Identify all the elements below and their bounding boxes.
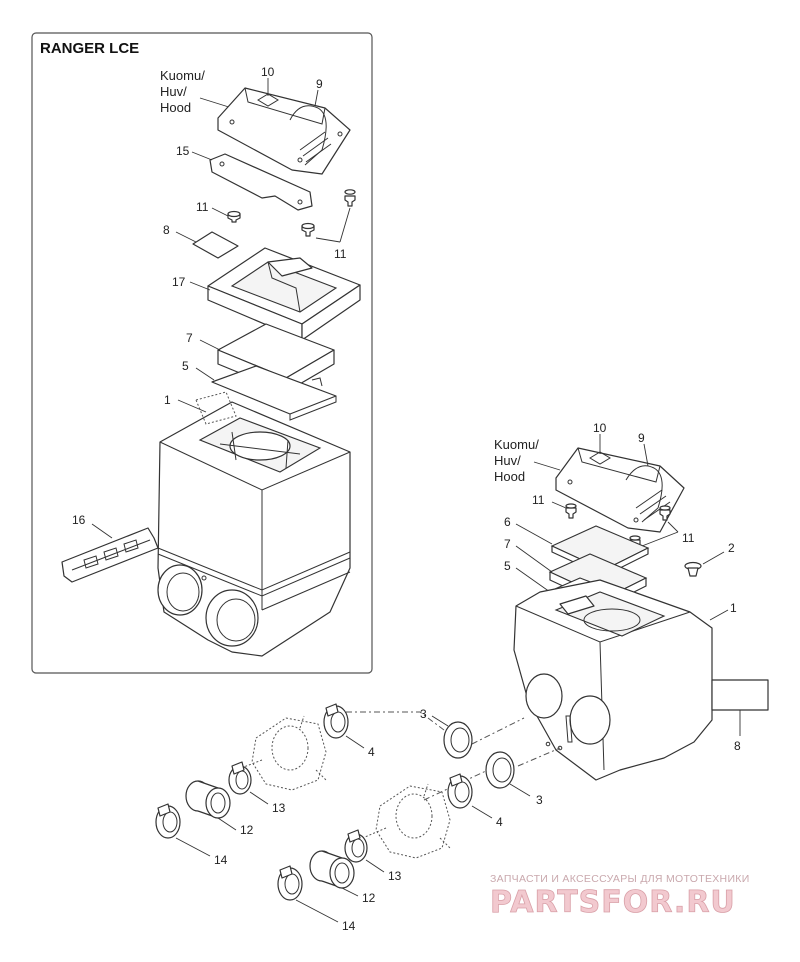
callout-17: 17 bbox=[172, 275, 186, 289]
svg-text:Hood: Hood bbox=[160, 100, 191, 115]
watermark-tagline: ЗАПЧАСТИ И АКСЕССУАРЫ ДЛЯ МОТОТЕХНИКИ bbox=[490, 873, 750, 885]
callout-10-main: 10 bbox=[593, 421, 607, 435]
screen-part-5-inset bbox=[211, 365, 337, 421]
svg-text:Kuomu/: Kuomu/ bbox=[494, 437, 539, 452]
airbox-part-1-main bbox=[513, 579, 713, 781]
callout-7-inset: 7 bbox=[186, 331, 193, 345]
callout-11-main-b: 11 bbox=[682, 531, 695, 545]
clamp-part-13-lower bbox=[344, 829, 368, 863]
filter-frame-part-17 bbox=[207, 247, 361, 341]
inset-frame bbox=[31, 32, 373, 674]
clamp-part-4-upper bbox=[323, 703, 349, 739]
callout-12-lower: 12 bbox=[362, 891, 376, 905]
hood-label-inset: Kuomu/ Huv/ Hood bbox=[160, 68, 205, 115]
adaptor-part-3-upper bbox=[443, 721, 473, 759]
callout-8-main: 8 bbox=[734, 739, 741, 753]
clamp-part-14-upper bbox=[155, 803, 181, 839]
hood-part-main bbox=[555, 447, 685, 533]
svg-text:Huv/: Huv/ bbox=[494, 453, 521, 468]
watermark-brand: PARTSFOR.RU bbox=[490, 885, 736, 920]
hood-label-main: Kuomu/ Huv/ Hood bbox=[494, 437, 539, 484]
callout-9-main: 9 bbox=[638, 431, 645, 445]
screws-inset bbox=[227, 189, 356, 237]
callout-13-upper: 13 bbox=[272, 801, 286, 815]
hood-part-inset bbox=[217, 87, 351, 175]
callout-3-upper: 3 bbox=[420, 707, 427, 721]
clamp-part-14-lower bbox=[277, 865, 303, 901]
callout-1-main: 1 bbox=[730, 601, 737, 615]
callout-9-inset: 9 bbox=[316, 77, 323, 91]
callout-10-inset: 10 bbox=[261, 65, 275, 79]
strap-part-16 bbox=[61, 527, 159, 583]
airbox-part-1-inset bbox=[157, 391, 351, 657]
callout-1-inset: 1 bbox=[164, 393, 171, 407]
callout-5-inset: 5 bbox=[182, 359, 189, 373]
callout-4-lower: 4 bbox=[496, 815, 503, 829]
callout-11-inset-b: 11 bbox=[334, 247, 347, 261]
callout-5-main: 5 bbox=[504, 559, 511, 573]
adaptor-part-3-lower bbox=[485, 751, 515, 789]
inset-title: RANGER LCE bbox=[40, 40, 139, 57]
callout-11-main-a: 11 bbox=[532, 493, 545, 507]
pad-part-8-inset bbox=[192, 231, 239, 259]
callout-4-upper: 4 bbox=[368, 745, 375, 759]
callout-6: 6 bbox=[504, 515, 511, 529]
callout-8-inset: 8 bbox=[163, 223, 170, 237]
callout-14-lower: 14 bbox=[342, 919, 356, 933]
label-box-part-8 bbox=[711, 679, 769, 711]
svg-text:Huv/: Huv/ bbox=[160, 84, 187, 99]
carburetor-upper-dotted bbox=[235, 715, 327, 791]
carburetor-lower-dotted bbox=[357, 783, 451, 859]
svg-text:Hood: Hood bbox=[494, 469, 525, 484]
clamp-part-4-lower bbox=[447, 773, 473, 809]
callout-12-upper: 12 bbox=[240, 823, 254, 837]
callout-15: 15 bbox=[176, 144, 190, 158]
sleeve-part-12-lower bbox=[309, 850, 355, 889]
callout-14-upper: 14 bbox=[214, 853, 228, 867]
callout-3-lower: 3 bbox=[536, 793, 543, 807]
callout-13-lower: 13 bbox=[388, 869, 402, 883]
callout-16: 16 bbox=[72, 513, 86, 527]
svg-text:Kuomu/: Kuomu/ bbox=[160, 68, 205, 83]
callout-11-inset-a: 11 bbox=[196, 200, 209, 214]
sleeve-part-12-upper bbox=[185, 780, 231, 819]
clip-part-2 bbox=[684, 561, 702, 577]
callout-2: 2 bbox=[728, 541, 735, 555]
callout-7-main: 7 bbox=[504, 537, 511, 551]
bracket-part-15 bbox=[209, 153, 313, 211]
clamp-part-13-upper bbox=[228, 761, 252, 795]
